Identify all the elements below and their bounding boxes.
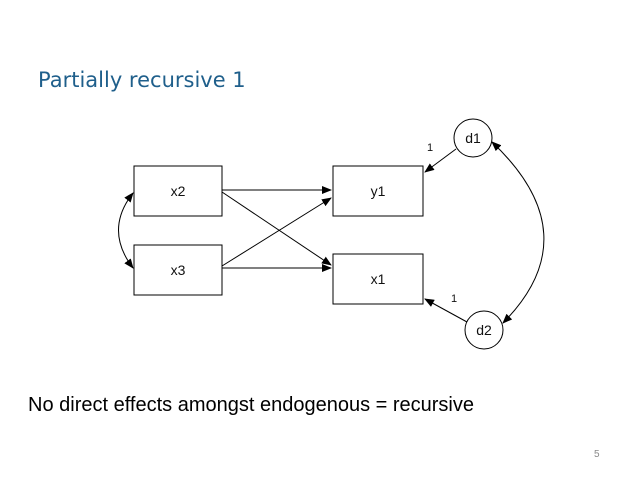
node-y1: y1 [332,165,424,217]
node-x2: x2 [133,165,223,217]
node-y1-label: y1 [371,183,386,199]
node-d1: d1 [453,118,493,158]
covariance-x2-x3 [118,192,134,269]
node-x1: x1 [332,253,424,305]
slide-caption: No direct effects amongst endogenous = r… [28,394,474,416]
edge-d2-to-x1 [424,298,468,323]
edge-x2-to-x1 [221,191,332,266]
node-x3-label: x3 [171,262,186,278]
node-x2-label: x2 [171,183,186,199]
node-x3: x3 [133,244,223,296]
node-d1-label: d1 [465,130,481,146]
slide-title: Partially recursive 1 [38,68,246,92]
node-d2-label: d2 [476,322,492,338]
edge-d1-to-y1 [424,148,457,173]
edge-d2-x1-label: 1 [451,293,457,305]
node-x1-label: x1 [371,271,386,287]
covariance-d1-d2 [491,141,545,324]
node-d2: d2 [464,310,504,350]
edge-x3-to-y1 [221,197,332,267]
page-number: 5 [594,449,600,460]
edge-d1-y1-label: 1 [427,142,433,154]
